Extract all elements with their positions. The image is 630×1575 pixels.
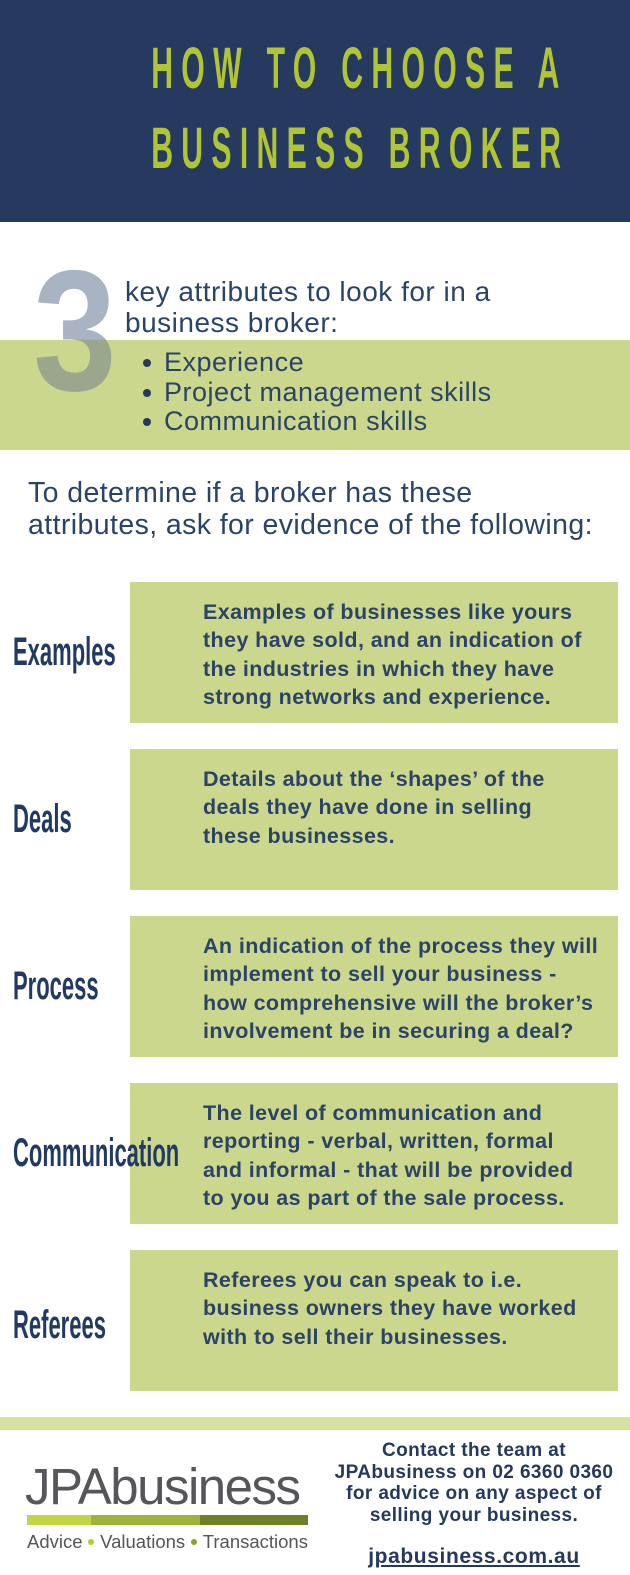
contact-line: JPAbusiness on 02 6360 0360 [334,1461,614,1483]
communication-text-line: and informal - that will be provided [203,1157,574,1182]
deals-text-line: deals they have done in selling [203,795,533,820]
logo-tagline: Advice Valuations Transactions [27,1531,308,1553]
logo-gradient-bar [27,1515,308,1525]
communication-text: The level of communication and reporting … [203,1099,573,1212]
logo-bar-segment-dark [200,1515,308,1525]
referees-text-line: business owners they have worked [203,1296,577,1321]
deals-text: Details about the ‘shapes’ of the deals t… [203,765,545,850]
communication-text-line: to you as part of the sale process. [203,1185,565,1210]
attribute-bullet: Experience [143,347,492,378]
examples-text: Examples of businesses like yours they ha… [203,598,582,711]
lead-line: key attributes to look for in a [125,276,491,307]
attribute-bullet: Project management skills [143,377,492,408]
tagline-advice: Advice [27,1531,83,1552]
examples-box [130,582,618,723]
footer-divider-band [0,1417,630,1430]
deals-label: Deals [13,797,72,841]
referees-label: Referees [13,1303,106,1347]
referees-text: Referees you can speak to i.e. business o… [203,1266,577,1351]
instruction-line: To determine if a broker has these [28,477,473,509]
referees-text-line: Referees you can speak to i.e. [203,1268,523,1292]
logo-bar-segment-light [27,1515,91,1525]
website-link[interactable]: jpabusiness.com.au [368,1545,580,1568]
page-title-line-2: BUSINESS BROKER [151,116,570,181]
tagline-transactions: Transactions [202,1531,308,1552]
process-text: An indication of the process they will im… [203,932,598,1045]
deals-box [130,749,618,890]
contact-line: selling your business. [369,1504,579,1526]
process-text-line: involvement be in securing a deal? [203,1018,574,1043]
tagline-dot-icon [190,1539,197,1545]
attribute-bullet: Communication skills [143,406,492,437]
communication-label: Communication [13,1131,180,1175]
page-title-line-1: HOW TO CHOOSE A [151,36,568,101]
deals-text-line: these businesses. [203,823,396,848]
examples-text-line: Examples of businesses like yours [203,600,573,624]
key-attributes-band [0,340,630,450]
jpabusiness-logo: JPAbusiness [25,1458,301,1515]
examples-text-line: they have sold, and an indication of [203,628,582,653]
examples-text-line: strong networks and experience. [203,684,552,709]
process-label: Process [13,964,99,1008]
process-box [130,916,618,1057]
referees-box [130,1250,618,1391]
tagline-dot-icon [88,1539,95,1545]
process-text-line: how comprehensive will the broker’s [203,990,594,1015]
communication-text-line: The level of communication and [203,1101,543,1125]
header-banner: HOW TO CHOOSE A BUSINESS BROKER [0,0,630,222]
contact-line: Contact the team at [382,1440,566,1461]
examples-label: Examples [13,630,116,674]
instruction-line: attributes, ask for evidence of the foll… [28,509,593,541]
tagline-valuations: Valuations [100,1531,186,1552]
deals-text-line: Details about the ‘shapes’ of the [203,767,545,791]
contact-line: for advice on any aspect of [346,1483,602,1504]
communication-box [130,1083,618,1224]
process-text-line: implement to sell your business - [203,962,557,987]
process-text-line: An indication of the process they will [203,934,599,958]
big-number-3: 3 [33,235,117,427]
lead-line: business broker: [125,307,339,338]
logo-bar-segment-mid [91,1515,200,1525]
examples-text-line: the industries in which they have [203,656,555,681]
communication-text-line: reporting - verbal, written, formal [203,1129,554,1154]
referees-text-line: with to sell their businesses. [203,1324,508,1349]
